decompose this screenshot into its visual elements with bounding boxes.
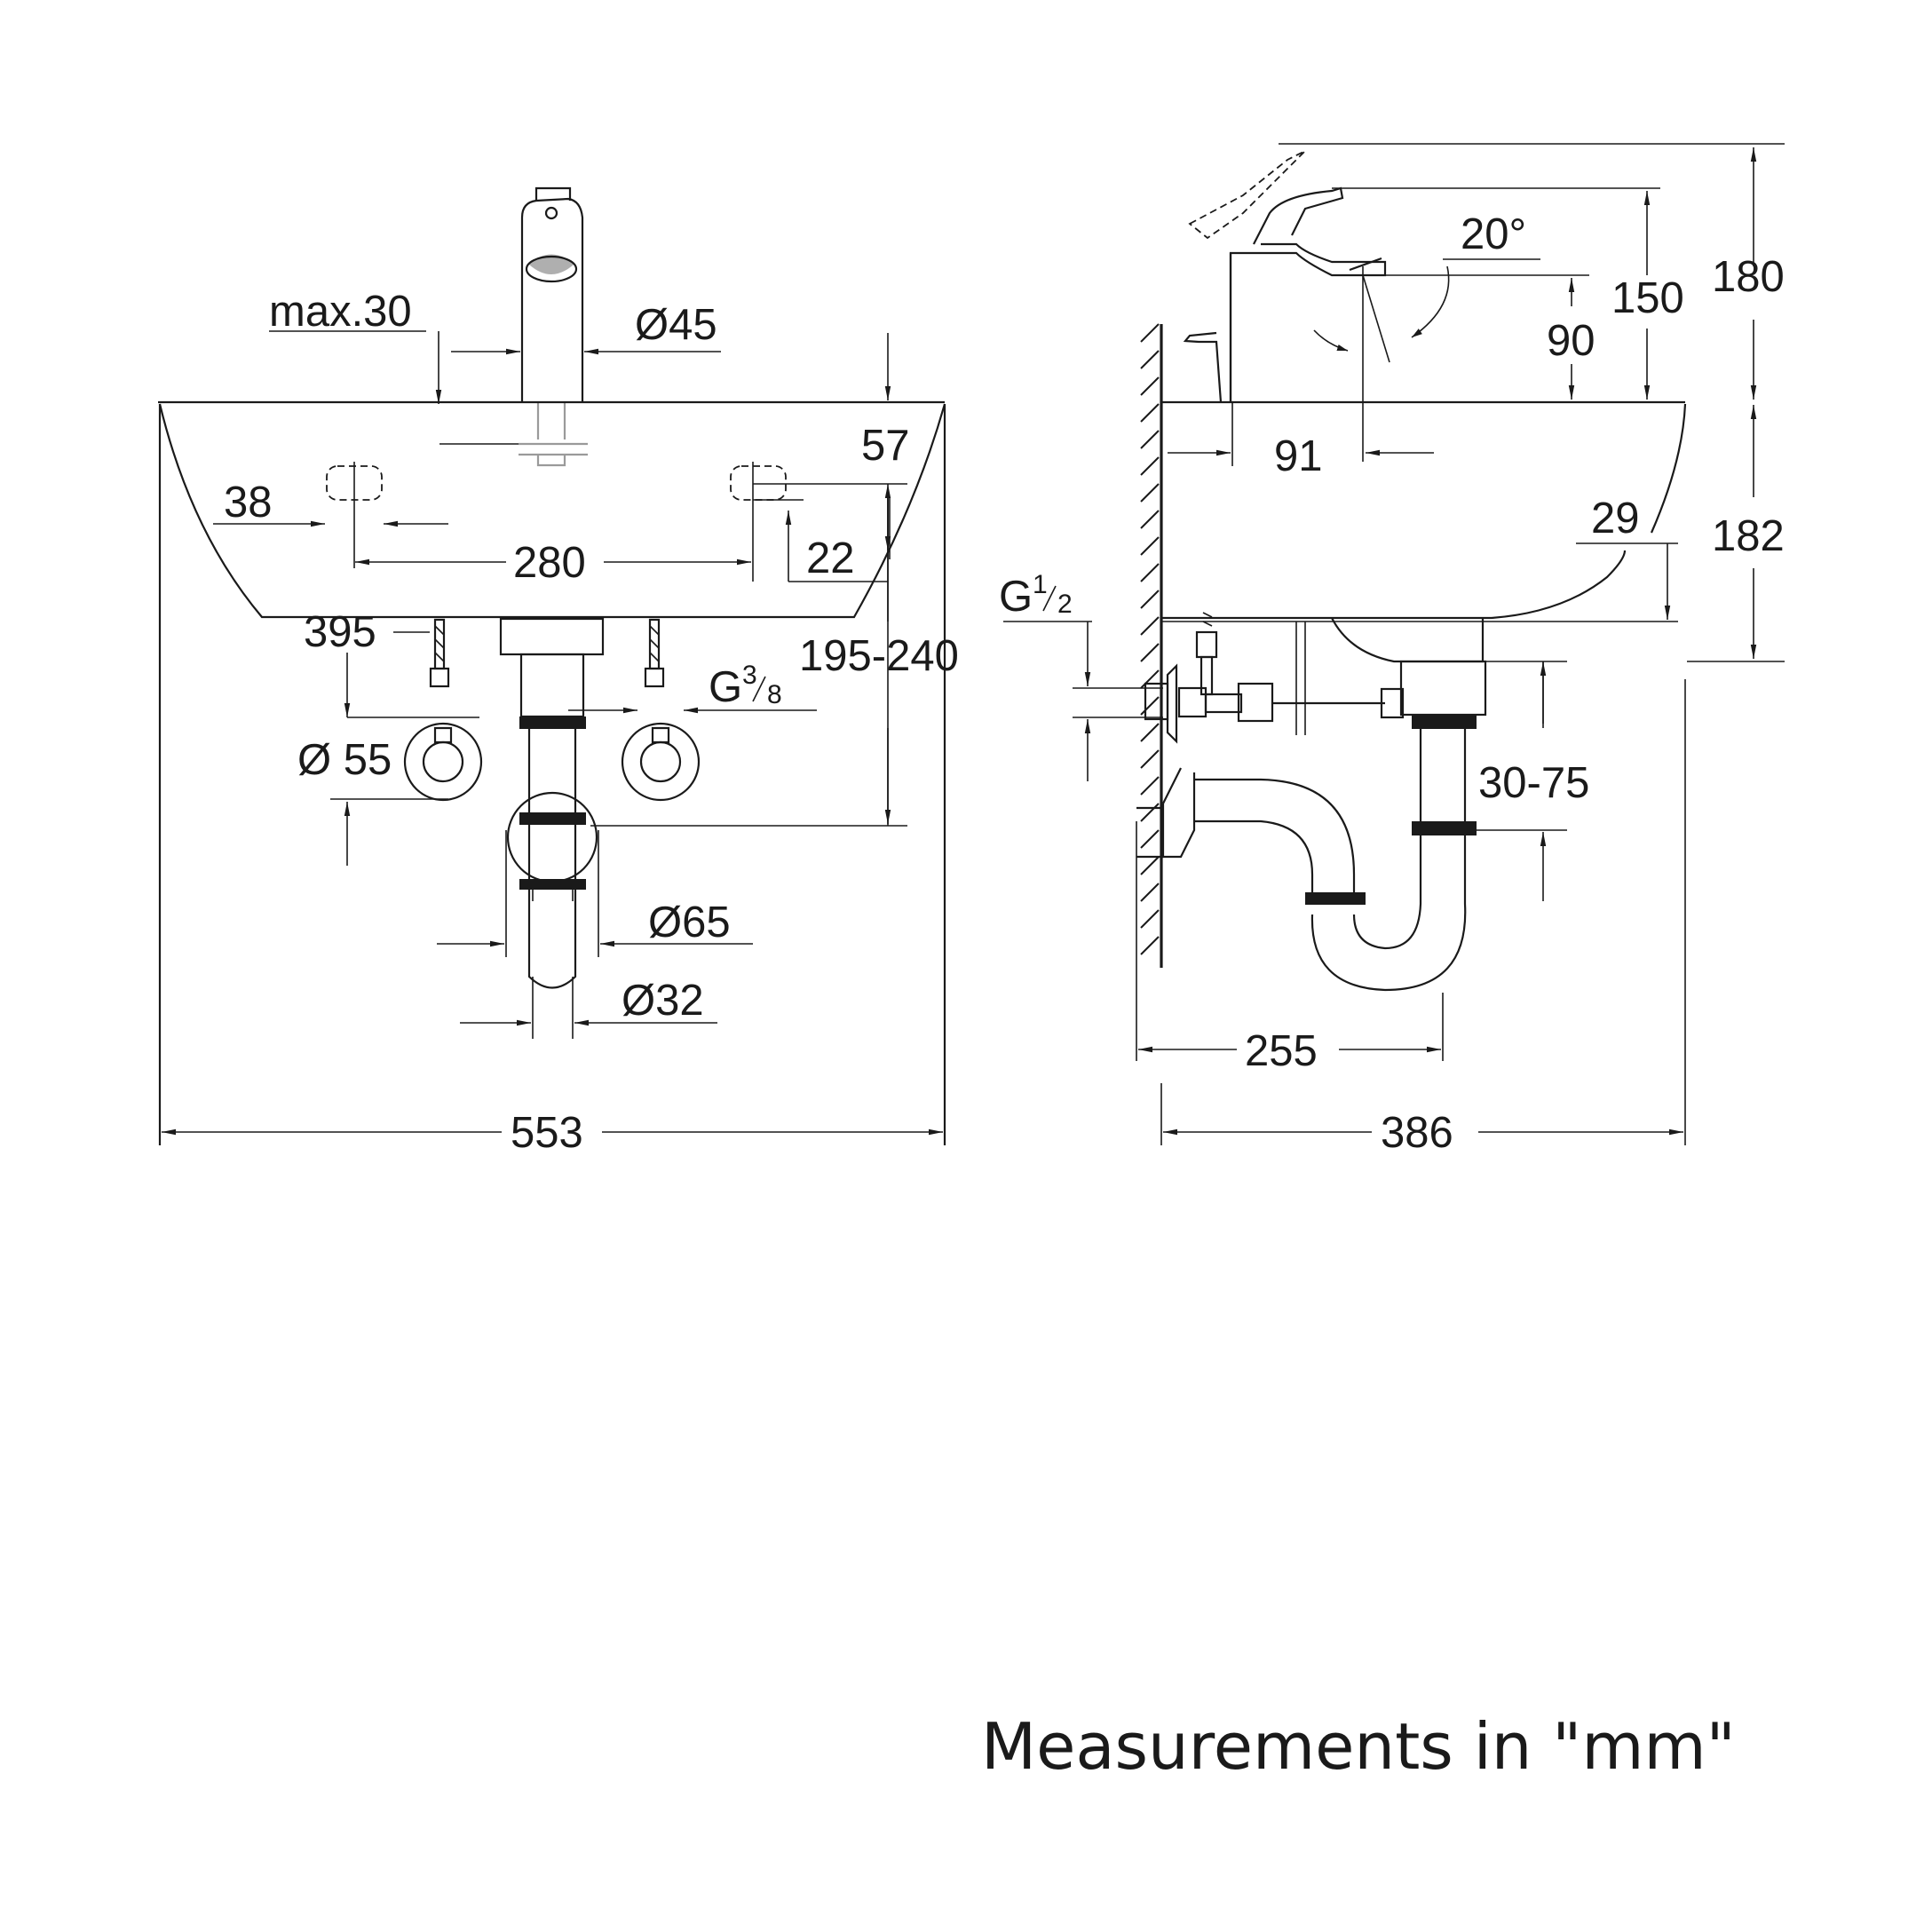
dim-280: 280: [513, 539, 586, 587]
dim-dia65: Ø65: [648, 899, 731, 946]
dim-386: 386: [1381, 1109, 1453, 1157]
dim-g12-main: G: [999, 573, 1033, 621]
dim-dia32: Ø32: [622, 977, 704, 1025]
measurements-note: Measurements in "mm": [981, 1709, 1736, 1784]
trap-side: [1136, 660, 1487, 992]
dim-g38-main: G: [709, 663, 742, 711]
dim-38: 38: [224, 479, 273, 527]
dim-dia45: Ø45: [635, 301, 717, 349]
dim-max30: max.30: [269, 288, 412, 336]
dim-29: 29: [1591, 495, 1640, 542]
front-view: max.30 Ø45 57 38 280 22 395 19: [158, 186, 959, 1157]
trap-front: [499, 617, 605, 989]
dim-195-240: 195-240: [799, 632, 959, 680]
basin-side: [1161, 400, 1687, 735]
dim-g12-den: 2: [1057, 590, 1073, 619]
dim-g12-num: 1: [1033, 570, 1048, 599]
dim-g38-num: 3: [742, 661, 757, 690]
dim-255: 255: [1245, 1027, 1318, 1075]
dim-395: 395: [304, 608, 376, 656]
dim-180: 180: [1712, 253, 1785, 301]
supply-hoses-front: [429, 618, 665, 688]
dim-angle-20: 20°: [1461, 210, 1526, 258]
dim-22: 22: [806, 534, 855, 582]
angle-valve-side: [1144, 612, 1405, 744]
dim-g38-den: 8: [767, 680, 782, 709]
side-view: 20° 180 150 90 91 182 29: [999, 143, 1785, 1157]
dim-30-75: 30-75: [1478, 759, 1589, 807]
dim-182: 182: [1712, 512, 1785, 560]
basin-front: [158, 400, 946, 1145]
dim-150: 150: [1611, 274, 1684, 322]
dim-91: 91: [1274, 432, 1323, 480]
dim-553: 553: [511, 1109, 583, 1157]
dim-dia55: Ø 55: [297, 736, 392, 784]
wall: [1140, 323, 1163, 968]
rosettes-front: [403, 722, 701, 802]
dim-57: 57: [861, 422, 910, 470]
faucet-front: [439, 186, 588, 467]
dim-90: 90: [1547, 317, 1595, 365]
faucet-side: [1183, 150, 1387, 403]
